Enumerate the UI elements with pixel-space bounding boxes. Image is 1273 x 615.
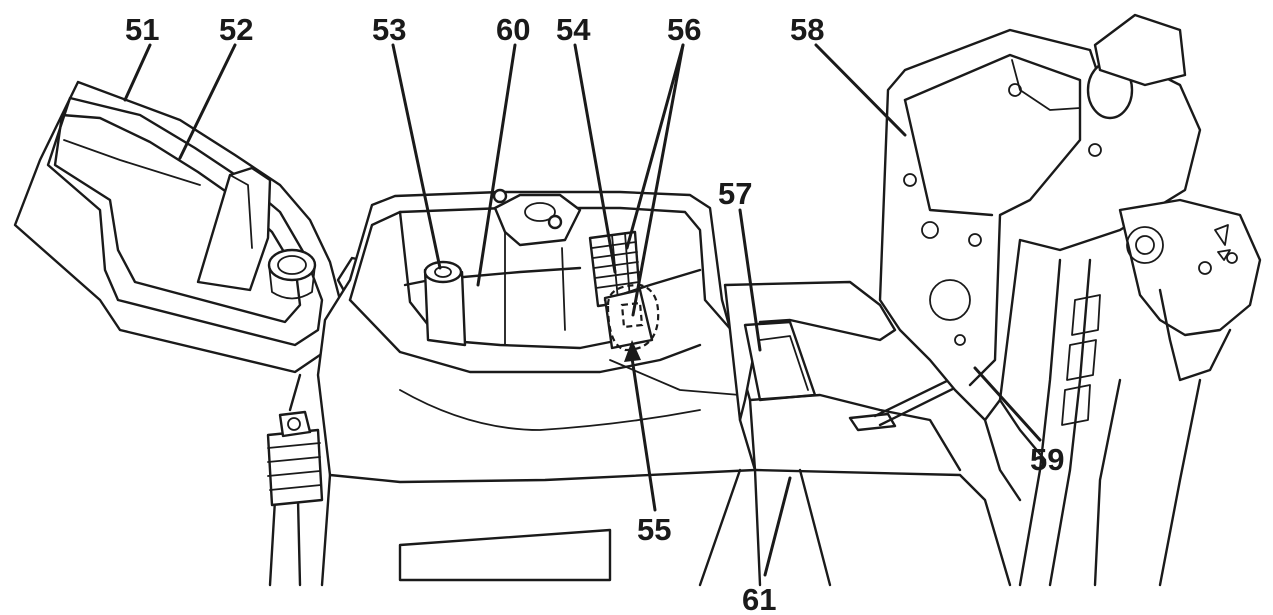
callout-55: 55 — [637, 512, 671, 547]
leader-51 — [123, 43, 152, 102]
callout-54: 54 — [556, 12, 591, 47]
leader-54 — [573, 43, 617, 274]
callout-61: 61 — [742, 582, 776, 615]
leader-61 — [763, 476, 792, 577]
callout-57: 57 — [718, 176, 752, 211]
leader-59 — [973, 366, 1042, 442]
callouts: 51 52 53 60 54 56 58 57 59 55 61 — [125, 12, 1064, 615]
central-tub — [316, 188, 762, 587]
right-panel — [878, 13, 1262, 587]
leader-52 — [178, 43, 237, 160]
leader-60 — [476, 43, 517, 287]
leader-56a — [625, 43, 685, 250]
callout-56: 56 — [667, 12, 701, 47]
arrowhead-55 — [624, 340, 641, 362]
leader-53 — [391, 43, 442, 270]
callout-51: 51 — [125, 12, 159, 47]
callout-59: 59 — [1030, 442, 1064, 477]
leader-55 — [630, 356, 657, 512]
left-lid — [13, 80, 374, 374]
callout-60: 60 — [496, 12, 530, 47]
leader-58 — [814, 43, 907, 137]
callout-58: 58 — [790, 12, 824, 47]
leader-57 — [738, 208, 762, 352]
callout-53: 53 — [372, 12, 406, 47]
callout-52: 52 — [219, 12, 253, 47]
leader-56b — [631, 43, 685, 317]
leader-lines — [123, 43, 1042, 577]
support-rod — [266, 373, 324, 587]
right-compartment — [698, 280, 1012, 587]
